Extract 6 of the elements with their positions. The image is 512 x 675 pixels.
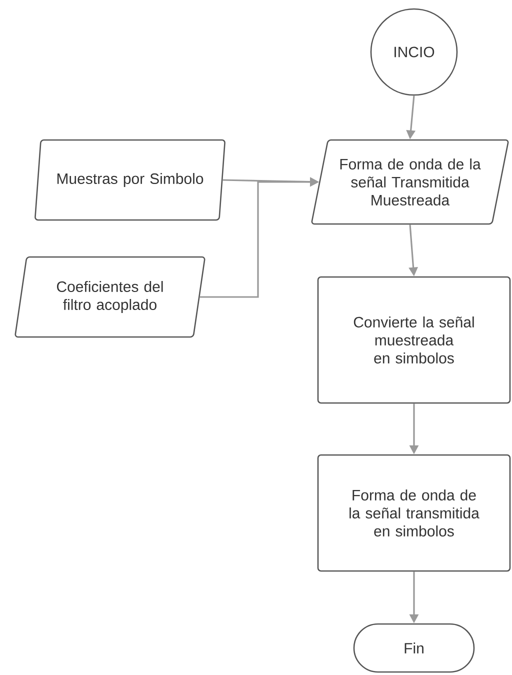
process-box: Convierte la señal muestreada en simbolos: [317, 276, 511, 404]
process-box: Forma de onda de la señal transmitida en simbolos: [317, 454, 511, 572]
end-terminal: Fin: [353, 623, 475, 673]
io-parallelogram: Muestras por Simbolo: [34, 139, 226, 221]
io-parallelogram: Forma de onda de la señal Transmitida Muestreada: [311, 139, 509, 225]
io-parallelogram: Coeficientes del filtro acoplado: [14, 256, 206, 338]
